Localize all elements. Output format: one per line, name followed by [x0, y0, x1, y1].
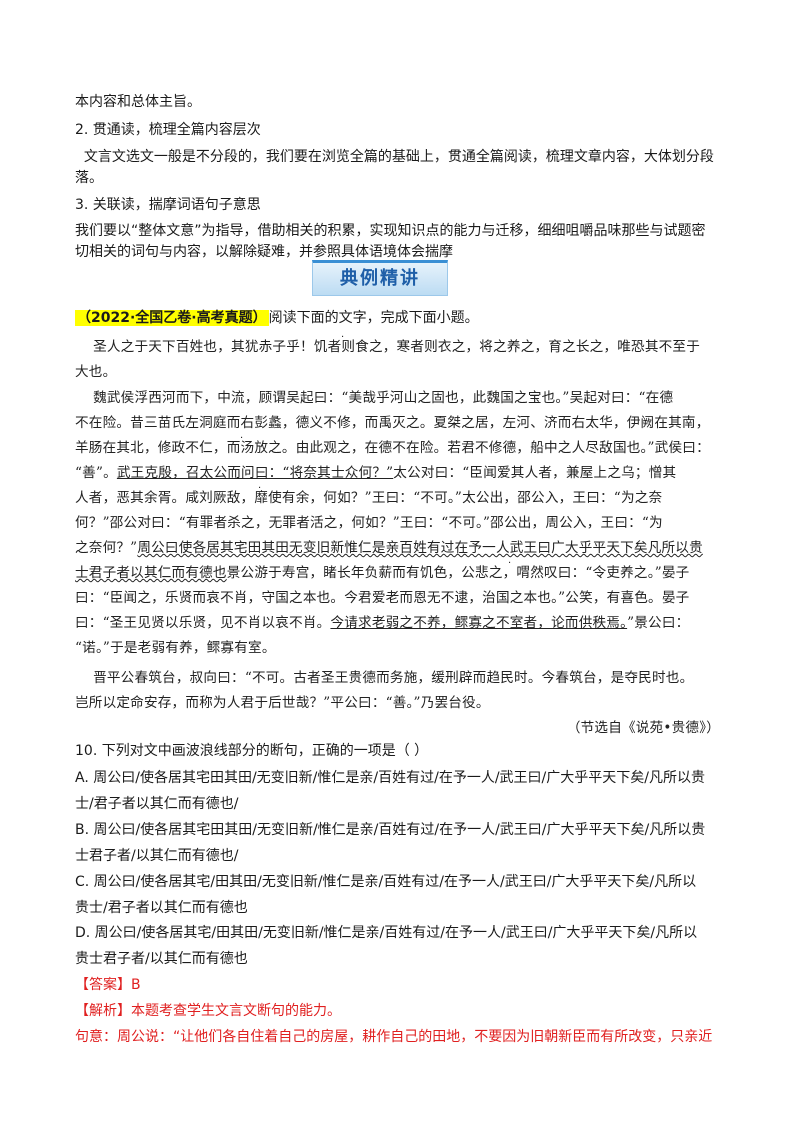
passage-line: 曰：“圣王见贤以乐贤，见不肖以哀不肖。今请求老弱之不养，鳏寡之不室者，论而供秩焉…: [75, 613, 689, 633]
answer-value: B: [131, 977, 141, 993]
analysis-text: 本题考查学生文言文断句的能力。: [131, 1003, 341, 1019]
wavy-underlined-sentence: 士君子者以其仁而有德也: [75, 565, 227, 581]
passage-line: 晋平公春筑台，叔向曰：“不可。古者圣王贵德而务施，缓刑辟而趋民时。今春筑台，是夺…: [75, 670, 694, 686]
passage-line: 人者，恶其余胥。咸刘厥敌，靡使有余，何如？”王曰：“不可。”太公出，邵公入，王曰…: [75, 490, 663, 506]
example-section-banner: 典例精讲: [312, 260, 448, 296]
translation-line: 句意：周公说：“让他们各自住着自己的房屋，耕作自己的田地，不要因为旧朝新臣而有所…: [75, 1029, 713, 1045]
answer-line: 【答案】B: [75, 975, 141, 995]
passage-source: （节选自《说苑•贵德》）: [566, 720, 720, 736]
question-instruction: 阅读下面的文字，完成下面小题。: [268, 310, 479, 326]
step-3-body-line: 切相关的词句与内容，以解除疑难，并参照具体语境体会揣摩: [75, 244, 453, 260]
emphasis-dot: ·: [258, 483, 262, 494]
step-3-title: 3. 关联读，揣摩词语句子意思: [75, 197, 261, 213]
option-d-line: 贵士君子者/以其仁而有德也: [75, 951, 248, 967]
option-a-line: A. 周公曰/使各居其宅田其田/无变旧新/惟仁是亲/百姓有过/在予一人/武王曰/…: [75, 770, 705, 786]
passage-line: 岂所以定命安存，而称为人君于后世哉？”平公曰：“善。”乃罢台役。: [75, 695, 490, 711]
passage-segment: “善”。: [75, 465, 117, 481]
passage-segment: 景公游于寿宫，睹长年负薪而有饥色，公悲之，喟然叹曰：“令吏养之。”晏子: [226, 565, 690, 581]
step-2-body-line: 文言文选文一般是不分段的，我们要在浏览全篇的基础上，贯通全篇阅读，梳理文章内容，…: [75, 149, 714, 165]
emphasis-dot: ·: [508, 558, 512, 569]
passage-line: 之奈何？”周公曰使各居其宅田其田无变旧新惟仁是亲百姓有过在予一人武王曰广大乎平天…: [75, 538, 703, 558]
intro-line: 本内容和总体主旨。: [75, 94, 201, 110]
step-2-body-line: 落。: [75, 170, 103, 186]
passage-line: 魏武侯浮西河而下，中流，顾谓吴起曰：“美哉乎河山之固也，此魏国之宝也。”吴起对曰…: [75, 390, 674, 406]
passage-line: 士君子者以其仁而有德也景公游于寿宫，睹长年负薪而有饥色，公悲之，喟然叹曰：“令吏…: [75, 563, 689, 583]
passage-line: 圣人之于天下百姓也，其犹赤子乎！饥者则食之，寒者则衣之，将之养之，育之长之，唯恐…: [75, 339, 701, 355]
question-intro: （2022·全国乙卷·高考真题）阅读下面的文字，完成下面小题。: [75, 308, 479, 328]
option-c-line: C. 周公曰/使各居其宅/田其田/无变旧新/惟仁是亲/百姓有过/在予一人/武王曰…: [75, 874, 697, 890]
passage-line: “诺。”于是老弱有养，鳏寡有室。: [75, 640, 276, 656]
passage-segment: 之奈何？”: [75, 540, 138, 556]
passage-line: 大也。: [75, 364, 117, 380]
answer-label: 【答案】: [75, 977, 131, 993]
option-c-line: 贵士/君子者以其仁而有德也: [75, 900, 248, 916]
passage-line: “善”。武王克殷，召太公而问曰：“将奈其士众何？”太公对曰：“臣闻爱其人者，兼屋…: [75, 463, 676, 483]
passage-segment: ”景公曰：: [627, 615, 690, 631]
question-stem: 10. 下列对文中画波浪线部分的断句，正确的一项是（ ）: [75, 743, 429, 759]
option-b-line: B. 周公曰/使各居其宅田其田/无变旧新/惟仁是亲/百姓有过/在予一人/武王曰/…: [75, 822, 706, 838]
underlined-sentence: 武王克殷，召太公而问曰：“将奈其士众何？”: [116, 465, 394, 481]
passage-line: 何？”邵公对曰：“有罪者杀之，无罪者活之，何如？”王曰：“不可。”邵公出，周公入…: [75, 515, 663, 531]
step-2-title: 2. 贯通读，梳理全篇内容层次: [75, 122, 261, 138]
passage-segment: 太公对曰：“臣闻爱其人者，兼屋上之乌；憎其: [393, 465, 677, 481]
underlined-sentence: 今请求老弱之不养，鳏寡之不室者，论而供秩焉。: [330, 615, 628, 631]
step-3-body-line: 我们要以“整体文意”为指导，借助相关的积累，实现知识点的能力与迁移，细细咀嚼品味…: [75, 223, 706, 239]
passage-line: 不在险。昔三苗氏左洞庭而右彭蠡，德义不修，而禹灭之。夏桀之居，左河、济而右太华，…: [75, 415, 710, 431]
option-a-line: 士/君子者以其仁而有德也/: [75, 796, 239, 812]
passage-line: 曰：“臣闻之，乐贤而哀不肖，守国之本也。今君爱老而恩无不逮，治国之本也。”公笑，…: [75, 590, 690, 606]
exam-source-tag: （2022·全国乙卷·高考真题）: [75, 310, 269, 326]
option-b-line: 士君子者/以其仁而有德也/: [75, 848, 239, 864]
analysis-label: 【解析】: [75, 1003, 131, 1019]
emphasis-dot: ·: [240, 433, 244, 444]
analysis-line: 【解析】本题考查学生文言文断句的能力。: [75, 1001, 341, 1021]
wavy-underlined-sentence: 周公曰使各居其宅田其田无变旧新惟仁是亲百姓有过在予一人武王曰广大乎平天下矣凡所以…: [137, 540, 703, 556]
passage-line: 羊肠在其北，修政不仁，而汤放之。由此观之，在德不在险。若君不修德，船中之人尽敌国…: [75, 440, 710, 456]
option-d-line: D. 周公曰/使各居其宅/田其田/无变旧新/惟仁是亲/百姓有过/在予一人/武王曰…: [75, 925, 698, 941]
emphasis-dot: ·: [341, 332, 345, 343]
banner-label: 典例精讲: [340, 268, 420, 289]
passage-segment: 曰：“圣王见贤以乐贤，见不肖以哀不肖。: [75, 615, 331, 631]
